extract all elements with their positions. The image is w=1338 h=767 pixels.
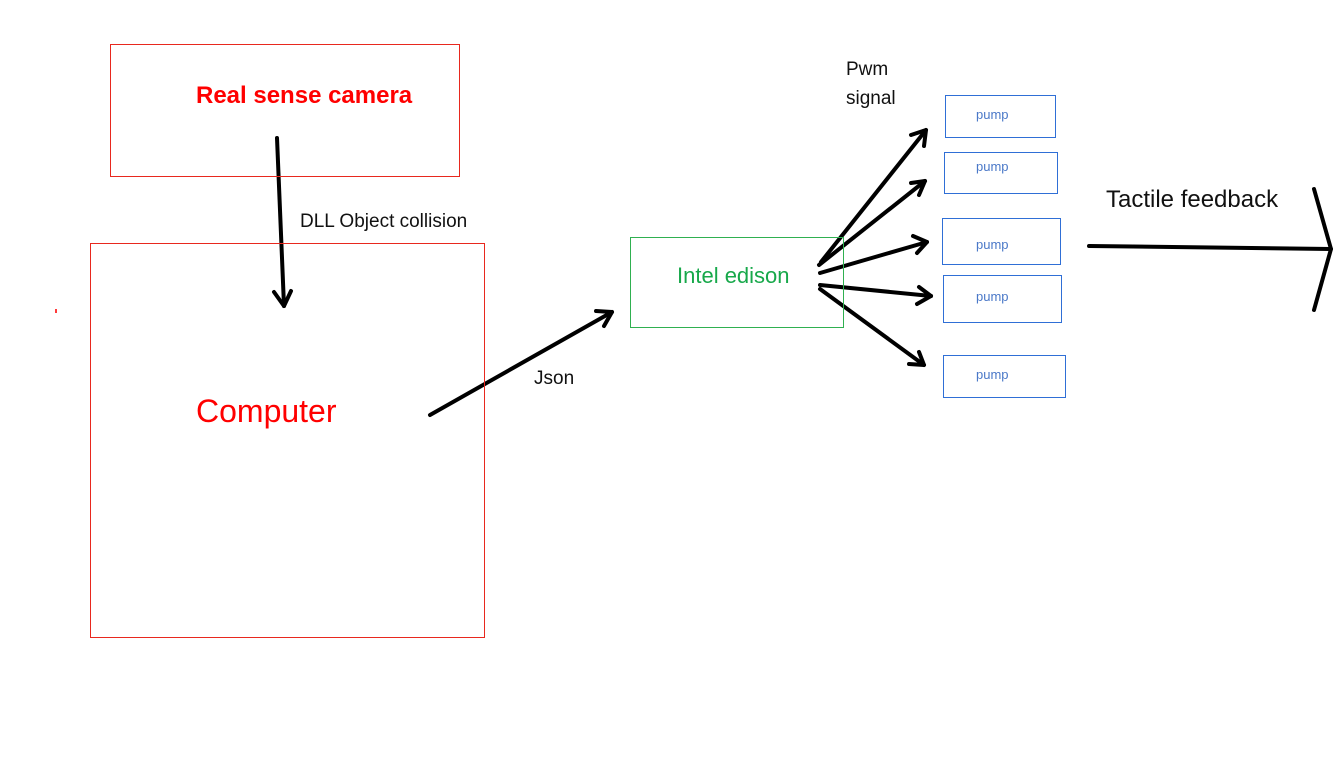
pump-node-label: pump [976,367,1009,382]
pump-node-box [945,95,1056,138]
edge-label-pwm-signal: Pwm signal [846,55,896,113]
pump-node-label: pump [976,289,1009,304]
arrow-edison-to-pump-2 [817,179,927,267]
arrow-edison-to-pump-4-head [915,285,933,306]
computer-node-label: Computer [196,393,337,429]
edison-node-label: Intel edison [677,263,790,288]
pump-node-label: pump [976,237,1009,252]
arrow-edison-to-pump-1-head [909,128,928,148]
edge-label-json: Json [534,368,575,389]
arrow-tactile-feedback [1087,244,1333,251]
arrow-edison-to-pump-3-head [911,234,929,255]
arrow-edison-to-pump-5-head [907,350,926,367]
edge-label-dll-object-collision: DLL Object collision [300,211,468,232]
arrow-computer-to-edison [428,310,614,417]
camera-node-label: Real sense camera [196,82,413,109]
arrow-edison-to-pump-5 [818,287,926,367]
pump-node-box [943,355,1066,398]
edison-node-box [630,237,844,328]
arrow-edison-to-pump-3 [818,240,929,275]
edge-label-signal-line: signal [846,88,896,109]
stray-mark [55,309,57,313]
pump-node-label: pump [976,107,1009,122]
edge-label-pwm-line: Pwm [846,59,889,80]
arrow-edison-to-pump-1 [819,128,928,264]
pump-node-box [944,152,1058,194]
arrow-camera-to-computer [275,136,286,308]
pump-node-label: pump [976,159,1009,174]
arrow-edison-to-pump-2-head [909,179,927,197]
computer-node-box [90,243,485,638]
arrow-camera-to-computer-head [272,289,293,308]
camera-node-box [110,44,460,177]
pump-node-box [943,275,1062,323]
arrow-computer-to-edison-head [594,309,614,328]
arrow-edison-to-pump-4 [818,283,933,298]
pump-node-box [942,218,1061,265]
arrow-tactile-feedback-head [1312,187,1333,312]
output-label-tactile-feedback: Tactile feedback [1106,186,1279,213]
